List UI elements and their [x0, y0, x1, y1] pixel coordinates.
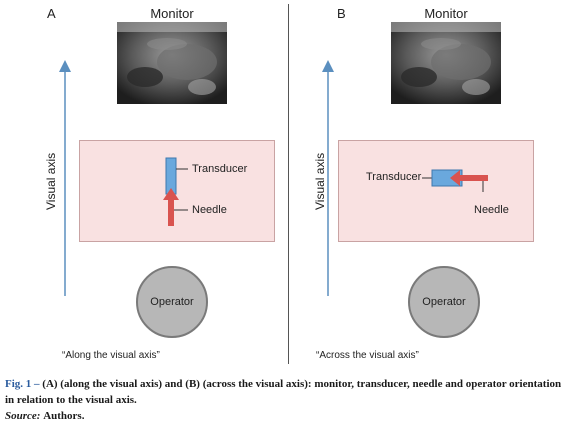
- monitor-title-b: Monitor: [424, 6, 468, 21]
- operator-label-a: Operator: [150, 296, 194, 308]
- ultrasound-monitor-b: [391, 22, 501, 104]
- operator-circle-a: Operator: [136, 266, 208, 338]
- needle-shaft-a: [168, 198, 174, 226]
- operator-circle-b: Operator: [408, 266, 480, 338]
- visual-axis-arrow-a: [59, 60, 71, 296]
- visual-axis-arrow-b: [322, 60, 334, 296]
- ultrasound-monitor-a: [117, 22, 227, 104]
- ultrasound-image-b: [391, 22, 501, 104]
- caption-source-label: Source:: [5, 410, 41, 422]
- panel-letter-b: B: [337, 6, 346, 21]
- caption-source-text: Authors.: [43, 410, 85, 422]
- orientation-label-a: “Along the visual axis”: [62, 350, 160, 361]
- caption-text: (A) (along the visual axis) and (B) (acr…: [5, 378, 562, 406]
- figure-caption: Fig. 1 – (A) (along the visual axis) and…: [5, 376, 565, 424]
- transducer-label-b: Transducer: [366, 171, 422, 183]
- transducer-needle-b: [422, 169, 488, 192]
- patient-field-b: [338, 140, 534, 242]
- transducer-label-a: Transducer: [192, 163, 248, 175]
- operator-label-b: Operator: [422, 296, 466, 308]
- needle-label-b: Needle: [474, 204, 509, 216]
- visual-axis-label-b: Visual axis: [313, 152, 327, 210]
- needle-tip-a: [163, 188, 179, 200]
- orientation-label-b: “Across the visual axis”: [316, 350, 419, 361]
- visual-axis-label-a: Visual axis: [44, 152, 58, 210]
- needle-tip-b: [450, 170, 460, 186]
- monitor-title-a: Monitor: [150, 6, 194, 21]
- patient-field-a: [79, 140, 275, 242]
- needle-shaft-b: [460, 175, 488, 181]
- panel-letter-a: A: [47, 6, 56, 21]
- panel-divider: [288, 4, 289, 364]
- caption-fig-label: Fig. 1 –: [5, 378, 40, 390]
- ultrasound-image-a: [117, 22, 227, 104]
- transducer-needle-a: [163, 157, 188, 226]
- needle-label-a: Needle: [192, 204, 227, 216]
